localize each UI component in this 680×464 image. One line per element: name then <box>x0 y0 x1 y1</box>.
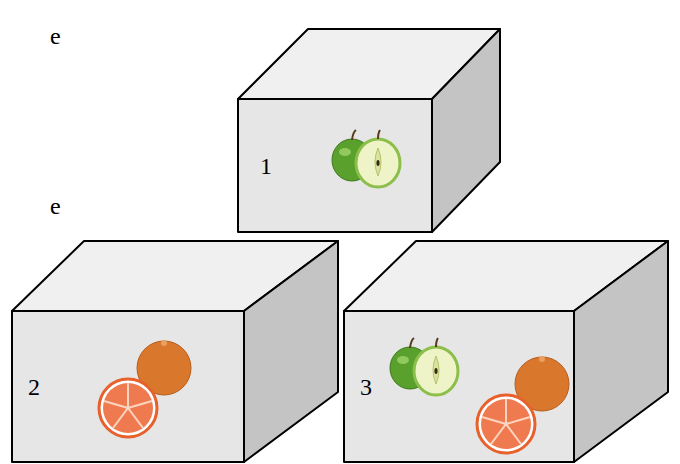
box-number: 2 <box>28 375 40 399</box>
fruit-box: 1 <box>238 99 432 232</box>
text-fragment: e <box>50 24 61 48</box>
box-number: 3 <box>360 375 372 399</box>
fruit-box: 3 <box>344 311 574 462</box>
fruit-box: 2 <box>12 311 244 462</box>
text-fragment: e <box>50 194 61 218</box>
box-number: 1 <box>260 154 272 178</box>
